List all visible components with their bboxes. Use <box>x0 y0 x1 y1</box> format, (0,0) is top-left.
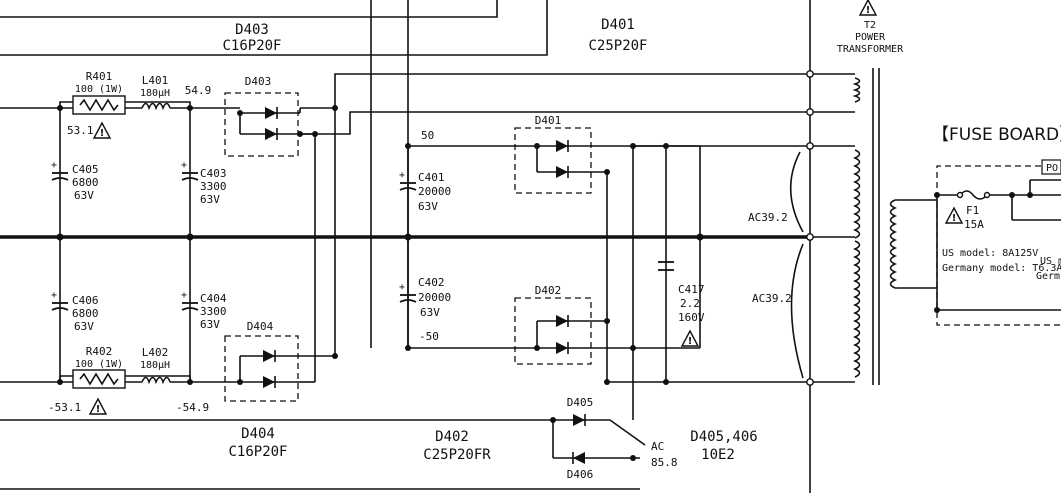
fuse-board-title: 【FUSE BOARD】 <box>932 125 1061 145</box>
d402-diodes <box>536 315 610 354</box>
d404-diodes <box>240 240 336 388</box>
c404-ref: C404 <box>200 292 227 305</box>
c403-volt: 63V <box>200 193 220 206</box>
po-cut-label: PO <box>1046 163 1058 174</box>
d401-ref-label: D401 <box>601 17 635 33</box>
c401-c402-wiring <box>407 145 701 349</box>
ac-bottom-label: AC39.2 <box>752 292 792 305</box>
r402-value-label: 100 (1W) <box>75 359 123 370</box>
c403-ref: C403 <box>200 167 227 180</box>
c401-volt: 63V <box>418 200 438 213</box>
germ-cut-label: Germ <box>1036 271 1060 282</box>
l401-value-label: 180µH <box>140 88 170 99</box>
r402-ref-label: R402 <box>86 345 113 358</box>
cap-columns <box>59 108 191 382</box>
r401-value-label: 100 (1W) <box>75 84 123 95</box>
f1-fuse <box>956 190 991 200</box>
d401-part-label: C25P20F <box>588 38 647 54</box>
c402-cap: 20000 <box>418 291 451 304</box>
d404-ref-label: D404 <box>241 426 275 442</box>
l402-ref-label: L402 <box>142 346 169 359</box>
c404-volt: 63V <box>200 318 220 331</box>
d405-406-ref-label: D405,406 <box>690 429 757 445</box>
t2-ref-label: T2 <box>864 20 876 31</box>
c406-cap: 6800 <box>72 307 99 320</box>
f1-ref-label: F1 <box>966 204 979 217</box>
c406-ref: C406 <box>72 294 99 307</box>
c402-ref: C402 <box>418 276 445 289</box>
germany-model-label: Germany model: T6.3A <box>942 263 1061 274</box>
l402-value-label: 180µH <box>140 360 170 371</box>
d402-bridge-box <box>514 297 592 365</box>
c405-cap: 6800 <box>72 176 99 189</box>
us-model-label: US model: 8A125V <box>942 248 1038 259</box>
v-neg54-9-label: -54.9 <box>176 401 209 414</box>
l401-ref-label: L401 <box>142 74 169 87</box>
d405-d406-diodes <box>0 414 646 464</box>
v-50-label: 50 <box>421 129 434 142</box>
us-cut-label: US m <box>1040 256 1061 267</box>
d401-bridge-box <box>514 127 592 194</box>
c402-volt: 63V <box>420 306 440 319</box>
r401-warning-icon <box>93 122 111 140</box>
c417-ref: C417 <box>678 283 705 296</box>
r401-ref-label: R401 <box>86 70 113 83</box>
v-53-1-label: 53.1 <box>67 124 94 137</box>
v-neg50-label: -50 <box>419 330 439 343</box>
d403-bridge-label: D403 <box>245 75 272 88</box>
r401-resistor <box>72 95 126 115</box>
t2-line1-label: POWER <box>855 32 886 43</box>
r402-warning-icon <box>89 398 107 416</box>
fuse-board-outline <box>936 159 1061 326</box>
c401-cap: 20000 <box>418 185 451 198</box>
c401-ref: C401 <box>418 171 445 184</box>
v-neg53-1-label: -53.1 <box>48 401 81 414</box>
d405-406-part-label: 10E2 <box>701 447 735 463</box>
c404-cap: 3300 <box>200 305 227 318</box>
ac-top-label: AC39.2 <box>748 211 788 224</box>
d404-part-label: C16P20F <box>228 444 287 460</box>
l401-inductor <box>141 102 171 111</box>
f1-value-label: 15A <box>964 218 984 231</box>
c406-volt: 63V <box>74 320 94 333</box>
t2-warning-icon <box>859 0 877 17</box>
d402-bridge-label: D402 <box>535 284 562 297</box>
d402-part-label: C25P20FR <box>423 447 491 463</box>
ac-value-label: 85.8 <box>651 456 678 469</box>
top-wiring <box>0 0 811 493</box>
ac-label: AC <box>651 440 664 453</box>
c403-cap: 3300 <box>200 180 227 193</box>
c405-volt: 63V <box>74 189 94 202</box>
c417-capacitor <box>658 261 674 271</box>
c405-ref: C405 <box>72 163 99 176</box>
d405-label: D405 <box>567 396 594 409</box>
d403-diodes <box>239 107 810 332</box>
v-54-9-label: 54.9 <box>185 84 212 97</box>
d404-bridge-label: D404 <box>247 320 274 333</box>
l402-inductor <box>141 376 171 385</box>
d401-bridge-label: D401 <box>535 114 562 127</box>
d406-label: D406 <box>567 468 594 481</box>
c417-volt: 160V <box>678 311 705 324</box>
d404-bridge-box <box>224 335 299 402</box>
d403-part-label: C16P20F <box>222 38 281 54</box>
d403-ref-label: D403 <box>235 22 269 38</box>
d403-bridge-box <box>224 92 299 157</box>
c417-warning-icon <box>681 330 699 348</box>
d402-ref-label: D402 <box>435 429 469 445</box>
transformer-feed <box>607 145 810 420</box>
c417-cap: 2.2 <box>680 297 700 310</box>
transformer-t2 <box>806 68 937 386</box>
d401-diodes <box>536 140 608 382</box>
junction-dots <box>56 105 704 461</box>
r402-resistor <box>72 369 126 389</box>
t2-line2-label: TRANSFORMER <box>837 44 904 55</box>
f1-warning-icon <box>945 207 963 225</box>
